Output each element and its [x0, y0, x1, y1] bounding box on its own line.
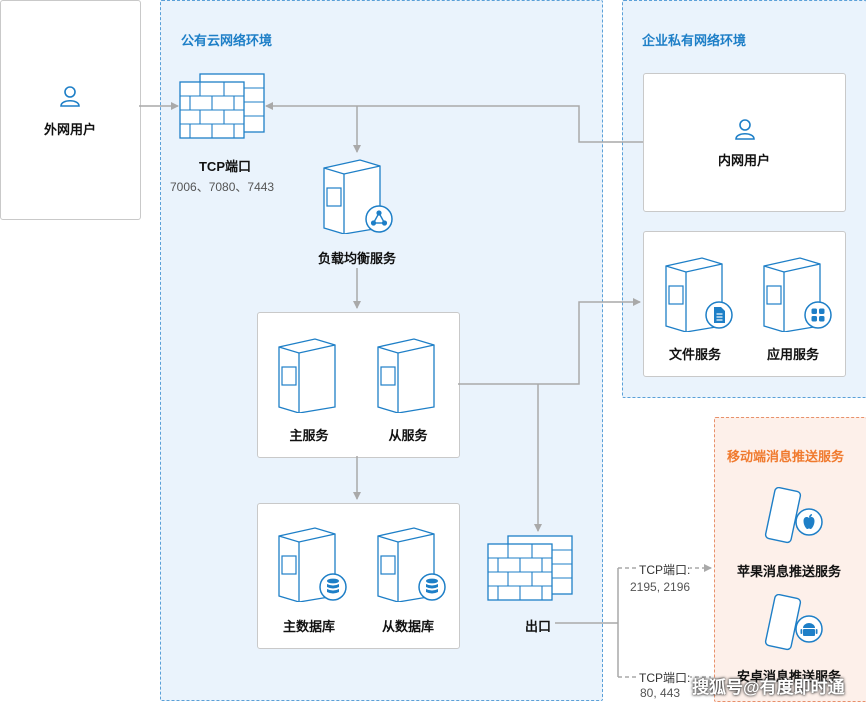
master-db-label: 主数据库 [282, 619, 335, 634]
database-icon [319, 573, 347, 601]
internal-user-label: 内网用户 [717, 153, 770, 168]
server-icon [278, 338, 336, 413]
external-user-label: 外网用户 [43, 122, 96, 137]
mobile-push-zone [714, 417, 866, 702]
tcp-edge-ports-1: 2195, 2196 [630, 580, 691, 594]
apple-icon [795, 508, 823, 536]
user-icon [60, 86, 80, 107]
external-user-box[interactable] [0, 0, 141, 220]
android-icon [795, 615, 823, 643]
user-icon [735, 119, 755, 140]
internal-user-box[interactable] [643, 73, 846, 212]
public-cloud-title: 公有云网络环境 [181, 33, 273, 48]
slave-service-label: 从服务 [388, 428, 428, 443]
tcp-edge-ports-2: 80, 443 [640, 686, 681, 700]
network-icon [365, 205, 393, 233]
master-service-label: 主服务 [289, 428, 329, 443]
private-network-title: 企业私有网络环境 [642, 33, 747, 48]
firewall-icon [179, 73, 265, 139]
tcp-edge-label-2: TCP端口: [639, 669, 691, 686]
apple-push-label: 苹果消息推送服务 [736, 564, 841, 579]
tcp-port-label: TCP端口 [198, 159, 251, 174]
phone-icon [764, 594, 802, 651]
document-icon [705, 301, 733, 329]
android-push-label: 安卓消息推送服务 [736, 669, 841, 684]
file-service-label: 文件服务 [668, 347, 721, 362]
apps-icon [804, 301, 832, 329]
slave-db-label: 从数据库 [381, 619, 434, 634]
exit-label: 出口 [524, 619, 551, 634]
app-service-label: 应用服务 [766, 347, 819, 362]
mobile-push-title: 移动端消息推送服务 [727, 449, 845, 464]
watermark: 搜狐号@有度即时通 [692, 678, 845, 697]
load-balancer-label: 负载均衡服务 [317, 251, 396, 266]
tcp-port-numbers: 7006、7080、7443 [170, 180, 275, 194]
firewall-icon [487, 535, 573, 601]
server-icon [377, 338, 435, 413]
database-icon [418, 573, 446, 601]
tcp-edge-label-1: TCP端口: [639, 561, 691, 578]
phone-icon [764, 487, 802, 544]
